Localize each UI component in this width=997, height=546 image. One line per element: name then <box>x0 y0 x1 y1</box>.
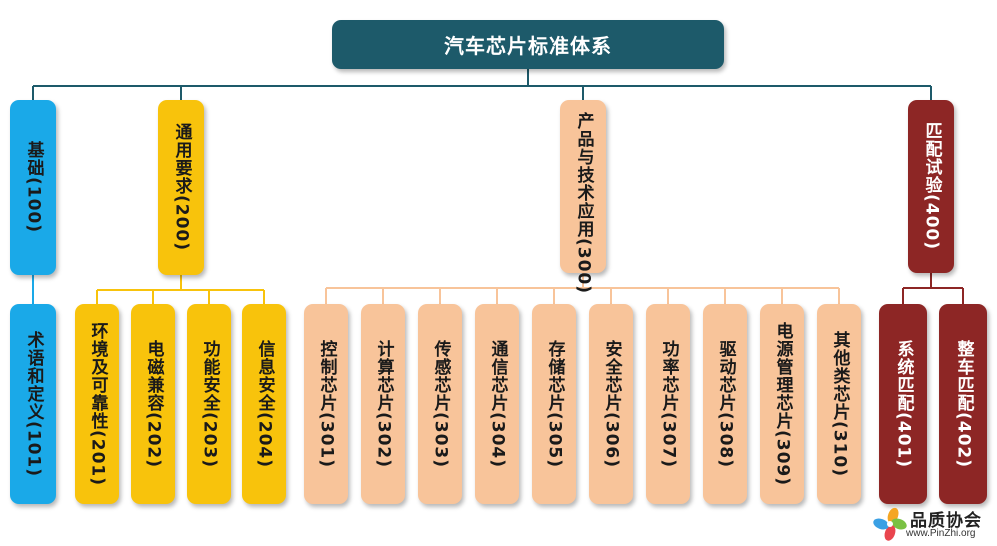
node-401: 系统匹配(401) <box>879 304 927 504</box>
node-label: 其他类芯片(310) <box>829 330 850 478</box>
category-label: 匹配试验(400) <box>921 122 942 251</box>
node-101: 术语和定义(101) <box>10 304 56 504</box>
node-label: 驱动芯片(308) <box>715 339 736 469</box>
node-label: 功率芯片(307) <box>658 339 679 469</box>
category-matching: 匹配试验(400) <box>908 100 954 273</box>
node-204: 信息安全(204) <box>242 304 286 504</box>
node-label: 安全芯片(306) <box>601 339 622 469</box>
node-308: 驱动芯片(308) <box>703 304 747 504</box>
category-general: 通用要求(200) <box>158 100 204 275</box>
node-label: 存储芯片(305) <box>544 339 565 469</box>
node-label: 系统匹配(401) <box>893 339 914 469</box>
pinwheel-icon <box>873 507 907 541</box>
node-label: 术语和定义(101) <box>23 330 44 478</box>
node-label: 传感芯片(303) <box>430 339 451 469</box>
node-307: 功率芯片(307) <box>646 304 690 504</box>
category-product: 产品与技术应用(300) <box>560 100 606 294</box>
watermark: 品质协会 www.PinZhi.org <box>870 502 994 544</box>
node-305: 存储芯片(305) <box>532 304 576 504</box>
node-label: 环境及可靠性(201) <box>87 321 108 487</box>
category-label: 产品与技术应用(300) <box>573 111 594 294</box>
node-202: 电磁兼容(202) <box>131 304 175 504</box>
node-203: 功能安全(203) <box>187 304 231 504</box>
category-label: 通用要求(200) <box>171 123 192 252</box>
node-310: 其他类芯片(310) <box>817 304 861 504</box>
node-label: 电磁兼容(202) <box>143 339 164 469</box>
root-title: 汽车芯片标准体系 <box>444 34 612 58</box>
watermark-name: 品质协会 <box>910 511 982 531</box>
node-label: 整车匹配(402) <box>953 339 974 469</box>
node-label: 信息安全(204) <box>254 339 275 469</box>
node-label: 计算芯片(302) <box>373 339 394 469</box>
node-304: 通信芯片(304) <box>475 304 519 504</box>
node-label: 通信芯片(304) <box>487 339 508 469</box>
category-label: 基础(100) <box>23 141 44 234</box>
node-306: 安全芯片(306) <box>589 304 633 504</box>
node-309: 电源管理芯片(309) <box>760 304 804 504</box>
node-label: 电源管理芯片(309) <box>772 321 793 487</box>
node-201: 环境及可靠性(201) <box>75 304 119 504</box>
watermark-url: www.PinZhi.org <box>906 528 976 539</box>
node-302: 计算芯片(302) <box>361 304 405 504</box>
node-301: 控制芯片(301) <box>304 304 348 504</box>
node-303: 传感芯片(303) <box>418 304 462 504</box>
node-label: 功能安全(203) <box>199 339 220 469</box>
category-basic: 基础(100) <box>10 100 56 275</box>
root-node: 汽车芯片标准体系 <box>332 20 724 69</box>
node-label: 控制芯片(301) <box>316 339 337 469</box>
node-402: 整车匹配(402) <box>939 304 987 504</box>
